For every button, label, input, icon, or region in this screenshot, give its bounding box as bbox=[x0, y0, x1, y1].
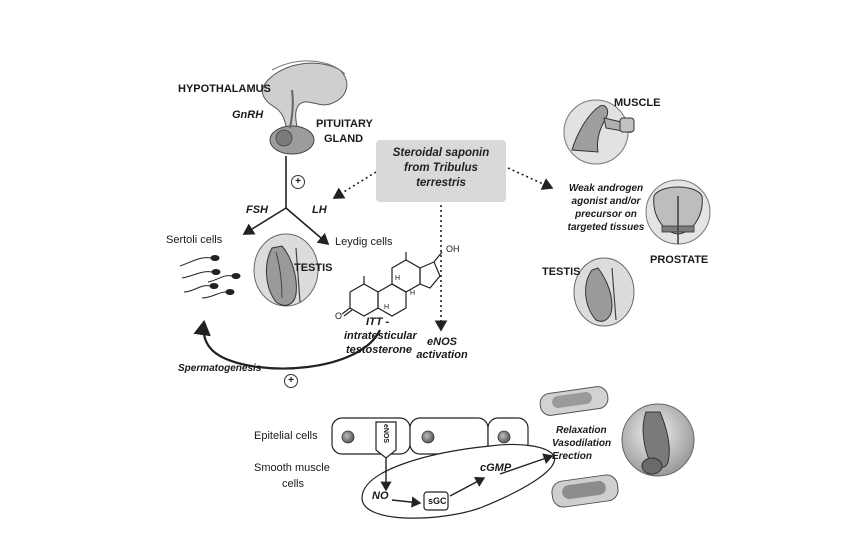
h-label-2: H bbox=[410, 290, 416, 297]
gland-label: GLAND bbox=[324, 133, 364, 145]
tribulus-saponin-box: Steroidal saponin from Tribulus terrestr… bbox=[376, 140, 506, 202]
dotted-arrow-to-peripheral bbox=[507, 167, 554, 190]
box-line-1: Steroidal saponin bbox=[392, 147, 490, 159]
box-line-2: from Tribulus bbox=[404, 162, 478, 174]
stimulation-plus-top: + bbox=[291, 175, 305, 189]
oxo-label: O bbox=[335, 311, 343, 321]
muscle-label: MUSCLE bbox=[614, 97, 661, 109]
testis-illustration-right bbox=[573, 257, 635, 327]
h-label-1: H bbox=[395, 275, 401, 282]
weak-line-4: targeted tissues bbox=[567, 222, 645, 233]
testis-left-label: TESTIS bbox=[294, 262, 333, 274]
arrow-cgmp-to-erection bbox=[499, 453, 554, 475]
testis-right-label: TESTIS bbox=[542, 266, 581, 278]
sperm-cells-illustration bbox=[179, 255, 241, 299]
fsh-arrow bbox=[242, 207, 287, 235]
testosterone-structure bbox=[341, 251, 443, 317]
vasodilation-label: Vasodilation bbox=[552, 438, 612, 449]
cgmp-label: cGMP bbox=[480, 462, 512, 474]
hypothalamus-label: HYPOTHALAMUS bbox=[178, 83, 271, 95]
weak-line-1: Weak androgen bbox=[568, 183, 644, 194]
relaxation-label: Relaxation bbox=[556, 425, 607, 436]
prostate-illustration bbox=[645, 179, 711, 245]
lh-arrow bbox=[285, 207, 330, 246]
penis-illustration bbox=[621, 403, 695, 477]
box-line-3: terrestris bbox=[416, 177, 466, 189]
arrow-sgc-to-cgmp bbox=[449, 476, 486, 497]
leydig-cells-label: Leydig cells bbox=[335, 236, 393, 248]
enos-line-1: eNOS bbox=[427, 336, 457, 348]
enos-tag-label: eNOS bbox=[382, 424, 389, 444]
weak-androgen-label: Weak androgen agonist and/or precursor o… bbox=[556, 182, 656, 234]
pituitary-label: PITUITARY bbox=[316, 118, 373, 130]
arrow-no-to-sgc bbox=[391, 496, 422, 508]
sgc-label: sGC bbox=[428, 496, 447, 506]
itt-label: ITT - bbox=[366, 316, 390, 328]
spermatogenesis-label: Spermatogenesis bbox=[178, 363, 262, 374]
vessel-illustration-top bbox=[539, 386, 609, 416]
fsh-label: FSH bbox=[246, 204, 268, 216]
lh-label: LH bbox=[312, 204, 327, 216]
h-label-3: H bbox=[384, 304, 390, 311]
weak-line-3: precursor on bbox=[575, 209, 637, 220]
dotted-arrow-to-axis bbox=[332, 171, 377, 199]
enos-tag-shape bbox=[375, 421, 397, 459]
itt-label-line3: testosterone bbox=[346, 344, 413, 356]
gnrh-label: GnRH bbox=[232, 109, 264, 121]
vessel-illustration-bottom bbox=[551, 474, 619, 508]
hypothalamus-pituitary-illustration bbox=[261, 60, 348, 155]
spermatogenesis-arrow bbox=[193, 319, 381, 370]
erection-label: Erection bbox=[552, 451, 593, 462]
testis-illustration-left bbox=[253, 233, 319, 307]
sgc-box bbox=[423, 491, 449, 511]
no-label: NO bbox=[372, 490, 389, 502]
enos-line-2: activation bbox=[416, 349, 468, 361]
stimulation-plus-bottom: + bbox=[284, 374, 298, 388]
enos-activation-label: eNOS activation bbox=[416, 336, 468, 362]
itt-label-line2: intratesticular bbox=[344, 330, 417, 342]
sertoli-cells-label: Sertoli cells bbox=[166, 234, 223, 246]
oh-label: OH bbox=[446, 244, 460, 254]
smooth-muscle-label: Smooth muscle bbox=[254, 462, 330, 474]
smooth-muscle-cell bbox=[361, 443, 556, 519]
epitelial-cells-label: Epitelial cells bbox=[254, 430, 318, 442]
weak-line-2: agonist and/or bbox=[571, 196, 641, 207]
smooth-muscle-label-line2: cells bbox=[282, 478, 305, 490]
prostate-label: PROSTATE bbox=[650, 254, 709, 266]
muscle-illustration bbox=[563, 99, 635, 165]
